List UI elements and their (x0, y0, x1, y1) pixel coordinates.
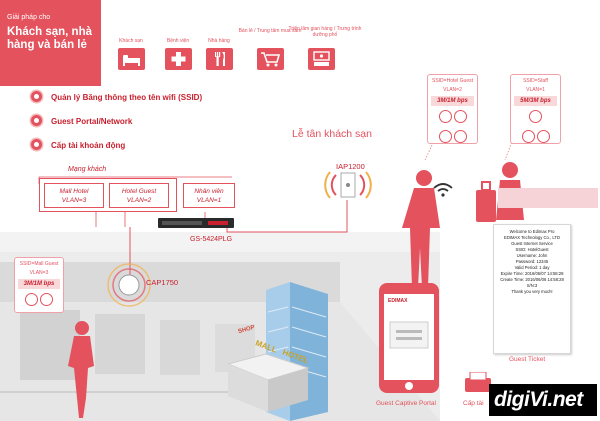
vlan-box-staff: Nhân viên VLAN=1 (183, 183, 235, 208)
hotel-building-icon (228, 282, 328, 421)
ticket-line: Password: 12345 (515, 259, 549, 264)
ticket-line: Guest Internet Service (511, 241, 553, 246)
ssid-card-line: SSID=Staff (523, 78, 548, 84)
ticket-line: S/N:3 (526, 283, 538, 288)
ticket-line: EDIMAX Technology Co., LTD (504, 235, 560, 240)
service-icon (25, 293, 38, 306)
category-label-exhibition: Triển lãm gian hàng / Trưng trình dưỡng … (288, 26, 362, 38)
vlan-box-id: VLAN=2 (126, 197, 152, 204)
ssid-card-line: SSID=Mall Guest (19, 261, 59, 267)
vlan-box-name: Nhân viên (194, 188, 224, 195)
feature-bandwidth: Quản lý Băng thông theo tên wifi (SSID) (51, 93, 203, 102)
guest-ticket: Welcome to Edimax Pro EDIMAX Technology … (493, 224, 571, 354)
ssid-card-mall-guest: SSID=Mall Guest VLAN=3 3M/1M bps (14, 257, 64, 313)
vlan-box-id: VLAN=3 (61, 197, 87, 204)
guest-network-label: Mạng khách (68, 166, 107, 173)
guest-network-group (39, 178, 177, 212)
category-label-hospital: Bệnh viện (166, 38, 190, 44)
ticket-line: Username: John (516, 253, 548, 258)
ssid-card-line: VLAN=1 (526, 87, 545, 93)
ticket-line: Valid Period: 1 day (514, 265, 550, 270)
ssid-card-line: VLAN=3 (29, 270, 49, 276)
service-icon (438, 130, 452, 143)
category-label-retail: Bán lẻ / Trung tâm mua sắm (238, 28, 302, 34)
ticket-line: Welcome to Edimax Pro (509, 229, 555, 234)
ticket-line: Thank you very much! (511, 289, 553, 294)
ssid-card-line: SSID=Hotel Guest (432, 78, 473, 84)
service-icon (536, 130, 550, 143)
printer-label: Cấp tài (463, 400, 484, 407)
service-icon (521, 130, 535, 143)
ticket-line: Create Time: 2016/06/06 14:58:28 (500, 277, 564, 282)
service-icon (453, 130, 467, 143)
bed-icon (118, 48, 145, 70)
feature-bullet (31, 115, 42, 126)
guest-man-figure (402, 170, 440, 288)
printer-icon (465, 372, 491, 392)
switch-label: GS-5424PLG (190, 236, 233, 243)
ticket-line: SSID: HotelGuest (515, 247, 549, 252)
category-label-restaurant: Nhà hàng (208, 38, 230, 44)
guest-woman-figure (68, 321, 94, 418)
reception-desk (498, 188, 598, 208)
ssid-card-staff: SSID=Staff VLAN=1 5M/3M bps (510, 74, 561, 144)
vlan-box-id: VLAN=1 (196, 197, 222, 204)
iap-label: IAP1200 (336, 162, 365, 171)
vlan-box-hotel-guest: Hotel Guest VLAN=2 (109, 183, 169, 208)
vlan-box-name: Hotel Guest (121, 188, 157, 195)
feature-bullet (31, 91, 42, 102)
vlan-box-mall-hotel: Mall Hotel VLAN=3 (44, 183, 104, 208)
medical-cross-icon (165, 48, 192, 70)
ceiling-ap-icon (107, 263, 151, 307)
ssid-card-bandwidth: 3M/1M bps (18, 279, 60, 289)
feature-dynamic-account: Cấp tài khoản động (51, 141, 126, 150)
ssid-card-bandwidth: 5M/3M bps (514, 96, 557, 106)
ticket-line: Expire Time: 2016/06/07 14:58:28 (500, 271, 564, 276)
ssid-card-hotel-guest: SSID=Hotel Guest VLAN=2 3M/1M bps (427, 74, 478, 144)
captive-portal-label: Guest Captive Portal (376, 400, 436, 407)
banner-title: Khách sạn, nhà hàng và bán lẻ (7, 26, 92, 51)
mall-illustration (0, 232, 440, 421)
smartphone-icon (379, 283, 439, 393)
service-icon (453, 110, 467, 123)
wall-ap-icon (324, 171, 372, 199)
feature-guest-portal: Guest Portal/Network (51, 117, 133, 126)
switch-device-icon (158, 218, 234, 228)
shopping-cart-icon (257, 48, 284, 70)
feature-bullet (31, 139, 42, 150)
service-icon (438, 110, 452, 123)
phone-brand: EDIMAX (388, 298, 408, 304)
digivi-logo: digiVi.net (489, 384, 597, 416)
service-icon (529, 110, 542, 123)
ssid-card-line: VLAN=2 (443, 87, 462, 93)
cutlery-icon (206, 48, 233, 70)
vlan-box-name: Mall Hotel (59, 188, 89, 195)
cap-label: CAP1750 (146, 278, 179, 287)
header-banner (0, 0, 101, 86)
wifi-signal-icon (433, 183, 453, 197)
exhibition-booth-icon (308, 48, 335, 70)
luggage-icon (476, 181, 496, 222)
ssid-card-bandwidth: 3M/1M bps (431, 96, 474, 106)
service-icon (40, 293, 53, 306)
logo-text: digiVi.net (494, 388, 583, 411)
category-label-hotel: Khách sạn (119, 38, 143, 44)
banner-subtitle: Giải pháp cho (7, 14, 51, 21)
guest-ticket-label: Guest Ticket (509, 356, 546, 363)
reception-title: Lễ tân khách sạn (292, 128, 372, 140)
